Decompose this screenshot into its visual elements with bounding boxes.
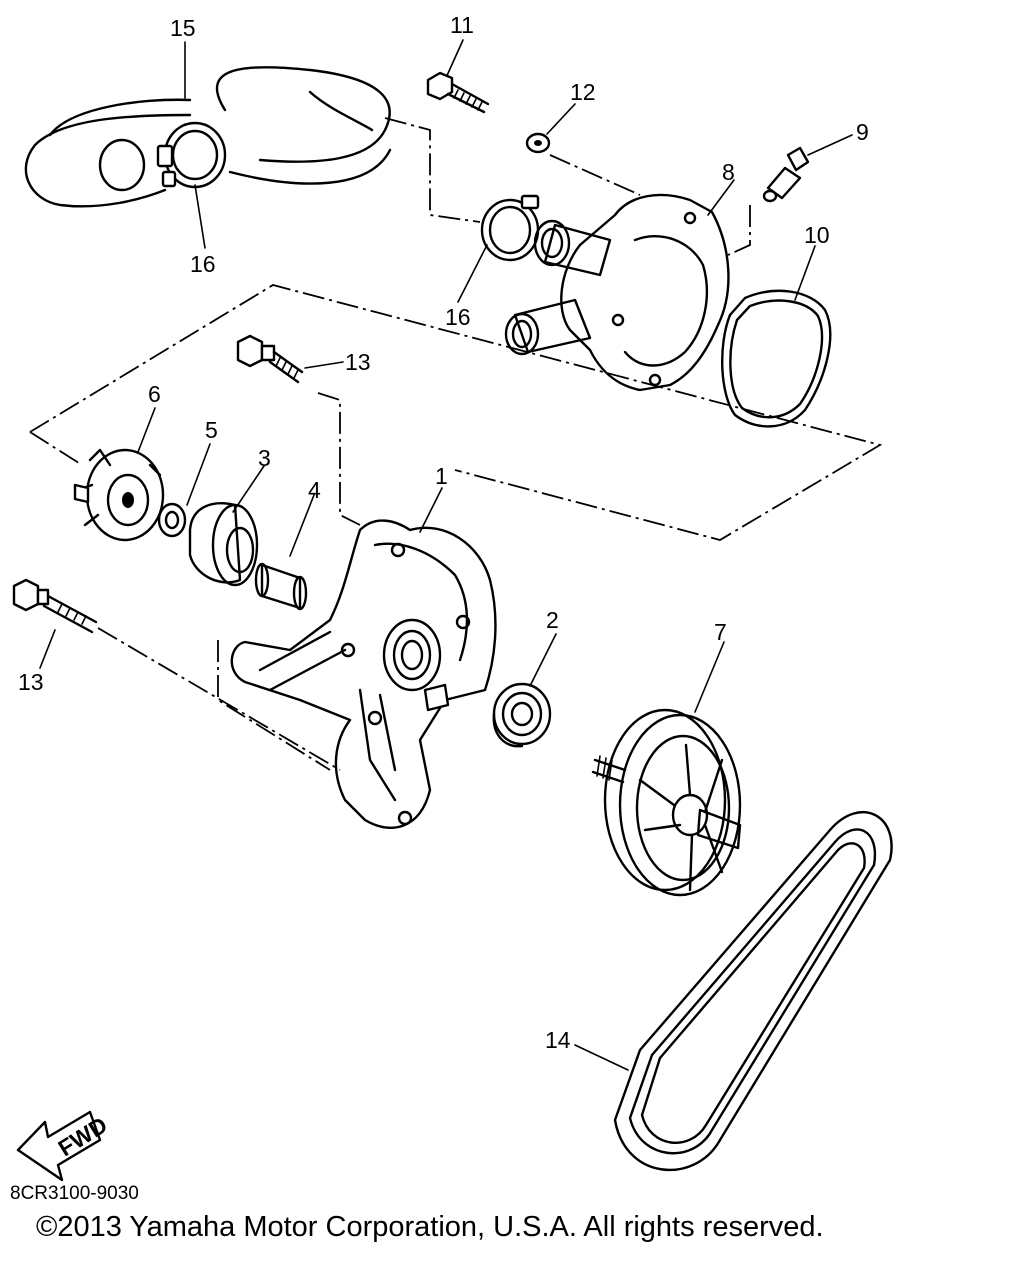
part-4-collar [254, 562, 308, 611]
part-13-bolt-upper [236, 334, 304, 384]
part-13-bolt-lower [12, 578, 98, 634]
callout-numbers: 15 11 12 9 8 10 16 16 13 6 5 3 4 1 2 7 1… [18, 12, 869, 1053]
assembly-dash-lines [29, 117, 883, 771]
callout-8: 8 [722, 159, 735, 185]
callout-10: 10 [804, 222, 830, 248]
callout-14: 14 [545, 1027, 571, 1053]
part-10-gasket [721, 289, 832, 428]
callout-4: 4 [308, 477, 321, 503]
part-5-washer [157, 502, 187, 538]
part-3-seal [188, 502, 259, 587]
callout-3: 3 [258, 445, 271, 471]
callout-6: 6 [148, 381, 161, 407]
part-11-bolt [426, 71, 490, 114]
diagram-reference-code: 8CR3100-9030 [10, 1183, 139, 1204]
callout-2: 2 [546, 607, 559, 633]
part-6-impeller [73, 448, 165, 542]
copyright-notice: ©2013 Yamaha Motor Corporation, U.S.A. A… [36, 1211, 824, 1243]
part-2-bearing [492, 682, 552, 748]
callout-leaders [39, 39, 853, 1071]
callout-13b: 13 [18, 669, 44, 695]
part-7-pulley [591, 708, 742, 897]
callout-11: 11 [450, 12, 474, 38]
part-8-pump-cover [504, 193, 730, 392]
part-9-fitting [762, 146, 810, 203]
callout-7: 7 [714, 619, 727, 645]
callout-15: 15 [170, 15, 196, 41]
callout-12: 12 [570, 79, 596, 105]
callout-5: 5 [205, 417, 218, 443]
callout-16b: 16 [445, 304, 471, 330]
callout-1: 1 [435, 463, 448, 489]
callout-16a: 16 [190, 251, 216, 277]
fwd-arrow-icon: FWD [16, 1110, 112, 1182]
callout-9: 9 [856, 119, 869, 145]
part-14-belt [613, 811, 893, 1172]
part-15-hose [24, 66, 392, 208]
callout-13a: 13 [345, 349, 371, 375]
part-1-pump-housing [230, 519, 497, 829]
part-12-washer [525, 132, 551, 154]
part-16-clamp-right [480, 194, 540, 262]
